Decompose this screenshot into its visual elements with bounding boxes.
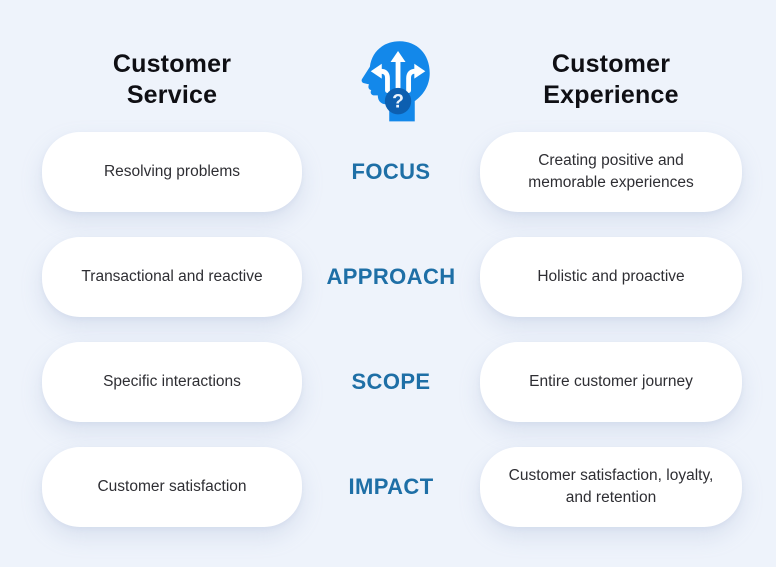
card-experience-focus: Creating positive and memorable experien…	[480, 132, 742, 212]
row-label-scope: SCOPE	[351, 369, 431, 394]
card-service-impact-text: Customer satisfaction	[97, 477, 247, 495]
card-experience-focus-text: Creating positive and memorable experien…	[528, 151, 694, 191]
comparison-grid: Customer Service ?	[42, 28, 742, 527]
card-service-scope-text: Specific interactions	[103, 372, 241, 390]
arrowheads	[370, 50, 426, 79]
question-circle	[384, 87, 412, 115]
card-experience-scope-text: Entire customer journey	[529, 372, 693, 390]
center-icon-cell: ?	[302, 28, 480, 132]
card-service-focus: Resolving problems	[42, 132, 302, 212]
right-column-title-text: Customer Experience	[543, 49, 679, 110]
row-label-focus: FOCUS	[351, 159, 431, 184]
left-column-title-text: Customer Service	[112, 49, 232, 110]
question-mark-glyph: ?	[392, 91, 404, 113]
card-experience-approach-text: Holistic and proactive	[537, 267, 685, 285]
row-label-approach: APPROACH	[326, 264, 456, 289]
card-service-approach: Transactional and reactive	[42, 237, 302, 317]
head-with-arrows-question-icon: ?	[361, 41, 430, 122]
row-label-impact: IMPACT	[348, 474, 434, 499]
card-experience-impact-text: Customer satisfaction, loyalty, and rete…	[508, 466, 714, 506]
card-experience-approach: Holistic and proactive	[480, 237, 742, 317]
card-service-impact: Customer satisfaction	[42, 447, 302, 527]
left-column-title: Customer Service	[42, 28, 302, 132]
card-experience-scope: Entire customer journey	[480, 342, 742, 422]
card-experience-impact: Customer satisfaction, loyalty, and rete…	[480, 447, 742, 527]
card-service-focus-text: Resolving problems	[103, 162, 241, 180]
right-column-title: Customer Experience	[480, 28, 742, 132]
card-service-scope: Specific interactions	[42, 342, 302, 422]
card-service-approach-text: Transactional and reactive	[81, 267, 263, 285]
